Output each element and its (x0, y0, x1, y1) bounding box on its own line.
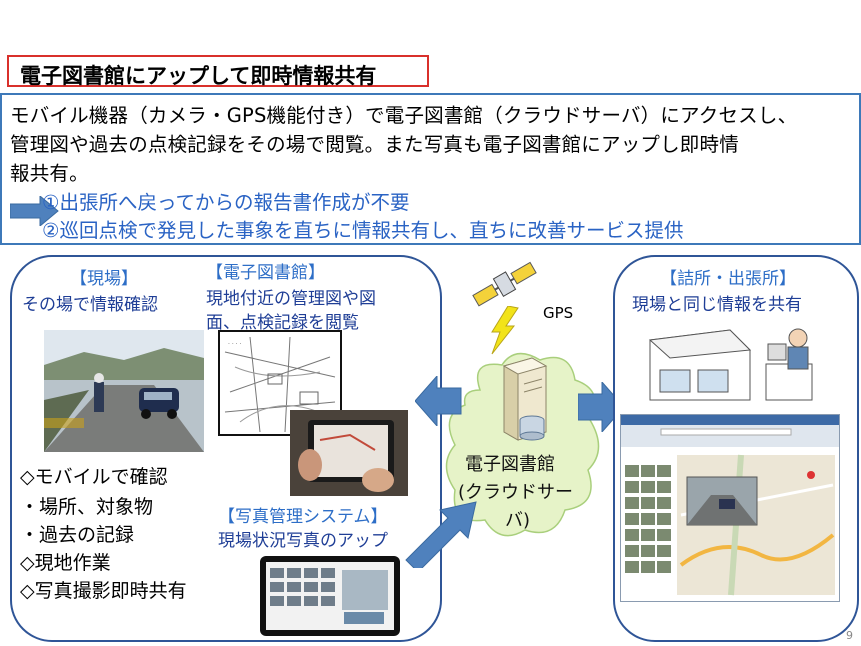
right-arrow-icon (10, 196, 59, 226)
left-arrow-icon (415, 376, 462, 426)
site-subtitle: その場で情報確認 (22, 295, 158, 315)
description-line-3: 報共有。 (10, 162, 89, 185)
site-list-item-1: ◇モバイルで確認 (20, 466, 168, 488)
description-box (0, 93, 861, 245)
site-list-item-5: ◇写真撮影即時共有 (20, 580, 187, 602)
site-list-item-2: ・場所、対象物 (20, 496, 154, 518)
elibrary-title: 【電子図書館】 (206, 263, 325, 283)
office-subtitle: 現場と同じ情報を共有 (632, 295, 802, 315)
server-icon (502, 357, 548, 441)
upload-arrow-icon (405, 501, 477, 568)
cloud-label-2: (クラウドサー (458, 482, 574, 503)
office-title: 【詰所・出張所】 (660, 269, 796, 289)
cloud-label-3: バ) (505, 510, 531, 531)
point-1: ①出張所へ戻ってからの報告書作成が不要 (42, 191, 410, 214)
site-list-item-3: ・過去の記録 (20, 524, 135, 546)
point-2: ②巡回点検で発見した事象を直ちに情報共有し、直ちに改善サービス提供 (42, 219, 684, 242)
cloud-icon (445, 352, 600, 537)
satellite-icon (472, 261, 537, 307)
photo-system-title: 【写真管理システム】 (218, 507, 388, 527)
description-line-2: 管理図や過去の点検記録をその場で閲覧。また写真も電子図書館にアップし即時情 (10, 133, 739, 156)
photo-tablet-image (260, 556, 400, 636)
slide-title-box (7, 55, 429, 87)
site-list-item-4: ◇現地作業 (20, 552, 111, 574)
elibrary-line-2: 面、点検記録を閲覧 (206, 313, 359, 333)
gps-label: GPS (543, 304, 574, 322)
browser-screenshot (620, 414, 840, 602)
site-photo (44, 330, 204, 452)
cloud-label-1: 電子図書館 (465, 454, 555, 475)
page-number: 9 (846, 629, 853, 642)
tablet-photo (290, 410, 408, 496)
site-title: 【現場】 (70, 269, 138, 289)
svg-text:· · · ·: · · · · (228, 341, 241, 348)
office-illustration (648, 328, 813, 401)
elibrary-line-1: 現地付近の管理図や図 (206, 289, 376, 309)
photo-system-subtitle: 現場状況写真のアップ (218, 531, 388, 551)
slide-title: 電子図書館にアップして即時情報共有 (20, 64, 377, 88)
description-line-1: モバイル機器（カメラ・GPS機能付き）で電子図書館（クラウドサーバ）にアクセスし… (10, 104, 798, 127)
lightning-icon (491, 306, 519, 355)
